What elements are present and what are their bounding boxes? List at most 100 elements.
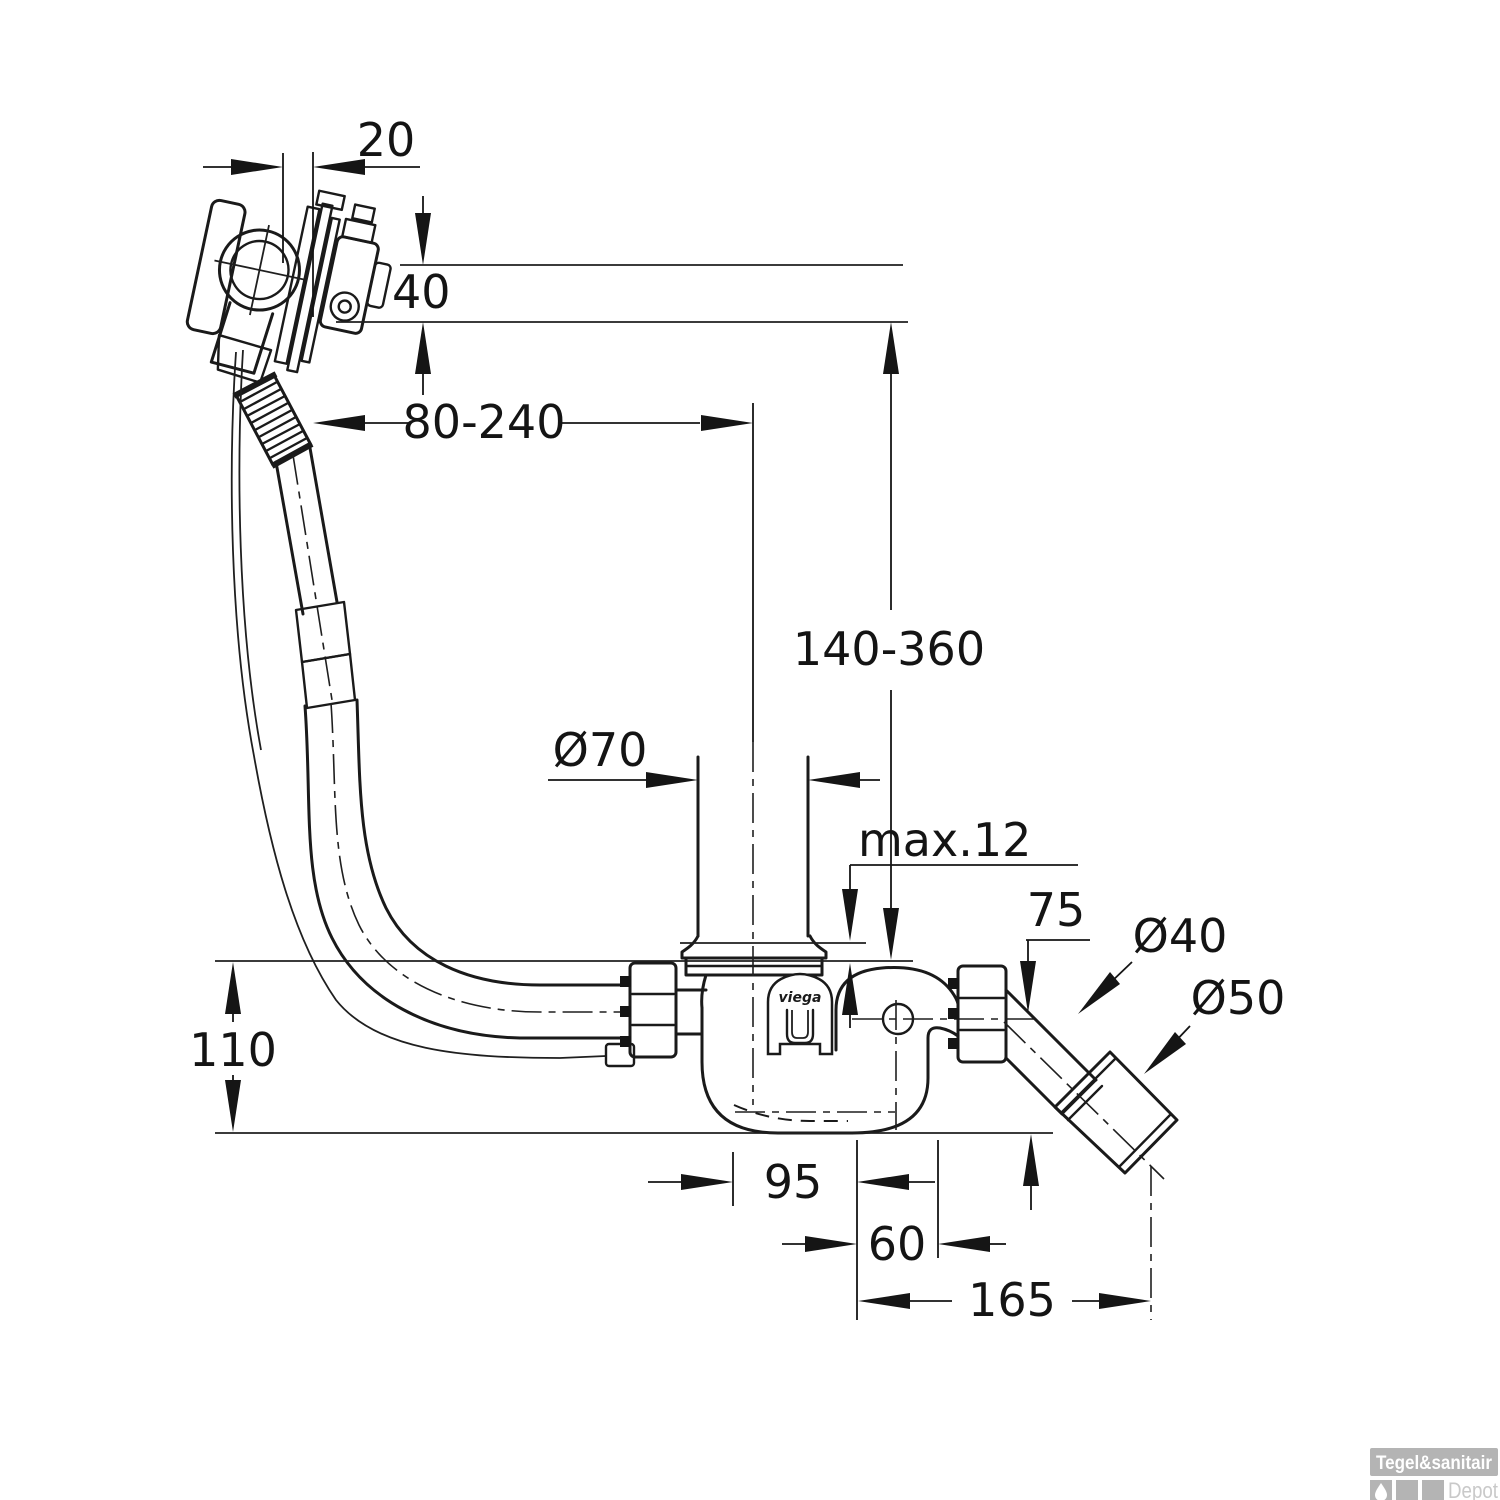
overflow-centerline-v: [249, 224, 270, 316]
flange-cap: [315, 189, 346, 212]
arrowhead: [805, 1236, 857, 1252]
dim-label-20: 20: [357, 113, 416, 167]
arrowhead: [1099, 1293, 1151, 1309]
droplet-icon: [1375, 1483, 1387, 1500]
viega-badge: [766, 972, 834, 1056]
trap-inner-dashed: [733, 1104, 848, 1122]
end-sleeve: [1053, 1050, 1179, 1175]
pipe-rim-2: [1066, 1084, 1104, 1122]
outlet-nut: [956, 964, 1008, 1064]
outlet-nut-rib3: [948, 1038, 959, 1049]
outlet-axis-centerline: [1003, 1021, 1165, 1180]
bowden-cable-line: [230, 351, 607, 1059]
dim-label-165: 165: [968, 1273, 1056, 1327]
arrowhead: [231, 159, 283, 175]
angled-pipe-bottom: [1004, 1056, 1064, 1116]
dim-horizontal-range-80-240: 80-240: [313, 395, 754, 1105]
sleeve-rim-line: [1059, 1056, 1118, 1115]
actuator-top-cap: [351, 203, 376, 224]
dim-label-40: 40: [392, 265, 451, 319]
arrowhead: [857, 1174, 909, 1190]
watermark-square-3: [1422, 1480, 1444, 1500]
badge-u-icon-outer: [785, 1008, 815, 1045]
watermark: Tegel&sanitair Depot: [1370, 1448, 1498, 1500]
actuator-top-block: [341, 217, 377, 244]
arrowhead: [842, 963, 858, 1015]
inlet-nut: [628, 961, 678, 1059]
corrugated-hose: [232, 371, 314, 469]
hose-inner-line: [355, 698, 632, 987]
arrowhead: [313, 415, 365, 431]
dim-bottom-165: 165: [858, 1166, 1152, 1327]
inlet-nut-rib2: [620, 1006, 631, 1017]
angled-pipe-top: [1004, 988, 1098, 1082]
pipe-rim-1: [1060, 1078, 1098, 1116]
badge-u-icon-inner: [791, 1010, 809, 1039]
arrowhead: [1144, 1032, 1186, 1074]
dim-label-95: 95: [764, 1155, 823, 1209]
elbow-inner: [926, 1026, 960, 1052]
hose-centerline: [330, 702, 630, 1013]
arrowhead: [1023, 1134, 1039, 1186]
arrowhead: [1078, 972, 1120, 1014]
viega-logo-text: viega: [779, 990, 822, 1006]
drain-waste-assembly: viega: [620, 755, 930, 1135]
arrowhead: [701, 415, 753, 431]
dim-rim-height-max12: max.12: [842, 813, 1078, 1028]
sleeve-end-line: [1117, 1112, 1173, 1169]
outlet-nut-rib2: [948, 1008, 959, 1019]
tube-joint-1: [294, 600, 352, 664]
dim-flange-diameter-70: Ø70: [548, 723, 880, 788]
arrowhead: [225, 962, 241, 1014]
dim-label-110: 110: [189, 1023, 277, 1077]
dim-overflow-offset-20: 20: [203, 113, 420, 317]
corrugation-ribs: [234, 373, 313, 467]
reference-lines: [215, 264, 1053, 1134]
arrowhead: [313, 159, 365, 175]
arrowhead: [1020, 961, 1036, 1013]
dim-bottom-60: 60: [782, 1140, 1006, 1271]
arrowhead: [858, 1293, 910, 1309]
dim-label-60: 60: [868, 1217, 927, 1271]
corrugation-collar-bottom: [270, 441, 314, 469]
dim-trap-depth-110: 110: [189, 962, 277, 1132]
arrowhead: [808, 772, 860, 788]
arrowhead: [225, 1080, 241, 1132]
dim-overflow-drop-40: 40: [392, 196, 451, 395]
outlet-nut-rib1: [948, 978, 959, 989]
dim-label-dia40: Ø40: [1133, 909, 1228, 963]
overflow-hose: [230, 349, 636, 1068]
actuator-screw-outer: [329, 291, 360, 322]
arrowhead: [415, 213, 431, 265]
telescopic-tube: [274, 446, 357, 710]
dim-vertical-range-140-360: 140-360: [793, 322, 985, 960]
arrowhead: [938, 1236, 990, 1252]
dim-label-70: Ø70: [553, 723, 648, 777]
tube-edge-left: [274, 460, 305, 616]
inlet-nut-rib1: [620, 976, 631, 987]
arrowhead: [681, 1174, 733, 1190]
arrowhead: [883, 908, 899, 960]
dim-bottom-95: 95: [648, 1140, 935, 1320]
dim-label-max12: max.12: [858, 813, 1031, 867]
flange-plate-2: [286, 202, 334, 374]
arrowhead: [415, 322, 431, 374]
plug-rim: [680, 934, 828, 960]
dim-pipe-diameter-40: Ø40: [1078, 909, 1227, 1014]
overflow-filler-unit: [185, 189, 392, 384]
overflow-bracket: [185, 198, 247, 336]
arrowhead: [842, 889, 858, 941]
watermark-square-2: [1396, 1480, 1418, 1500]
tube-centerline: [292, 454, 333, 701]
dim-outlet-height-75: 75: [1020, 883, 1090, 1210]
dim-label-75: 75: [1027, 883, 1086, 937]
dim-label-140-360: 140-360: [793, 622, 985, 676]
dim-label-dia50: Ø50: [1191, 971, 1286, 1025]
arrowhead: [883, 322, 899, 374]
watermark-line1: Tegel&sanitair: [1376, 1453, 1493, 1474]
watermark-line2: Depot: [1448, 1478, 1498, 1500]
tube-edge-right: [308, 446, 339, 604]
arrowhead: [646, 772, 698, 788]
